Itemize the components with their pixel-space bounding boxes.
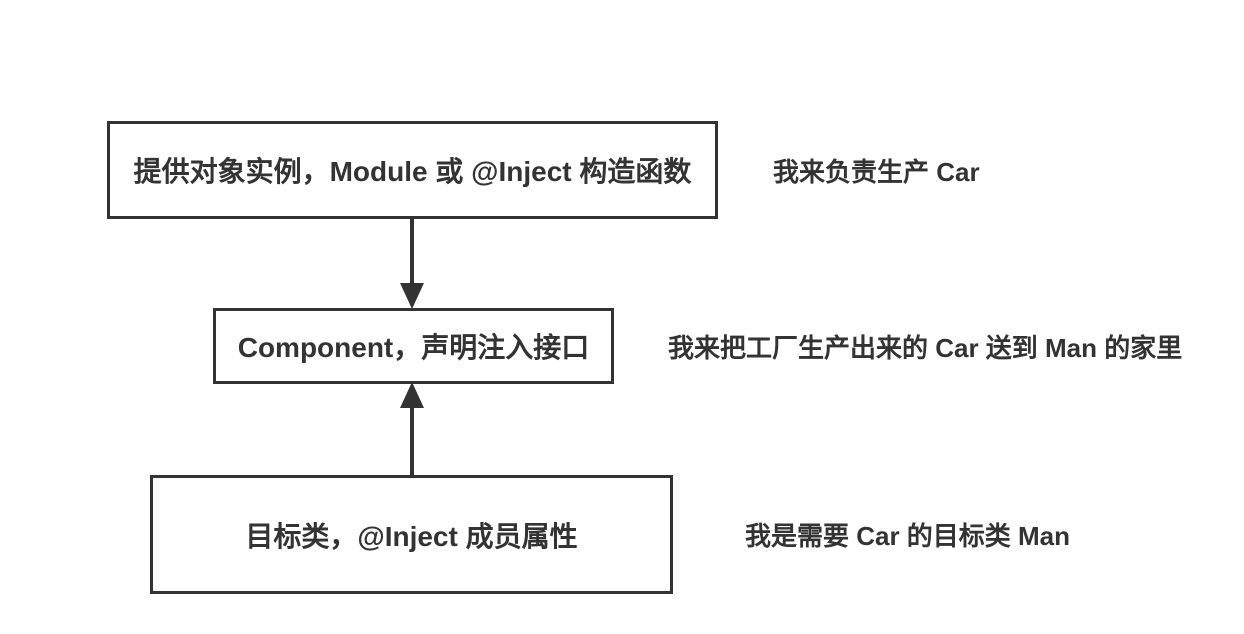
annotation-component: 我来把工厂生产出来的 Car 送到 Man 的家里 — [668, 308, 1182, 384]
arrow-target-to-component-line — [410, 406, 414, 475]
annotation-target-text: 我是需要 Car 的目标类 Man — [745, 521, 1071, 551]
node-target-label: 目标类，@Inject 成员属性 — [245, 520, 578, 552]
node-target-box: 目标类，@Inject 成员属性 — [150, 475, 673, 594]
arrow-down-icon — [400, 283, 424, 309]
annotation-provider-text: 我来负责生产 Car — [773, 156, 980, 187]
node-component-label: Component，声明注入接口 — [237, 332, 590, 363]
annotation-component-text: 我来把工厂生产出来的 Car 送到 Man 的家里 — [668, 332, 1183, 363]
arrow-provider-to-component-line — [410, 219, 414, 285]
node-provider-label: 提供对象实例，Module 或 @Inject 构造函数 — [133, 156, 692, 187]
node-component-box: Component，声明注入接口 — [213, 308, 614, 384]
node-provider-box: 提供对象实例，Module 或 @Inject 构造函数 — [107, 121, 718, 219]
annotation-provider: 我来负责生产 Car — [773, 121, 980, 219]
annotation-target: 我是需要 Car 的目标类 Man — [745, 475, 1070, 594]
arrow-up-icon — [400, 382, 424, 408]
